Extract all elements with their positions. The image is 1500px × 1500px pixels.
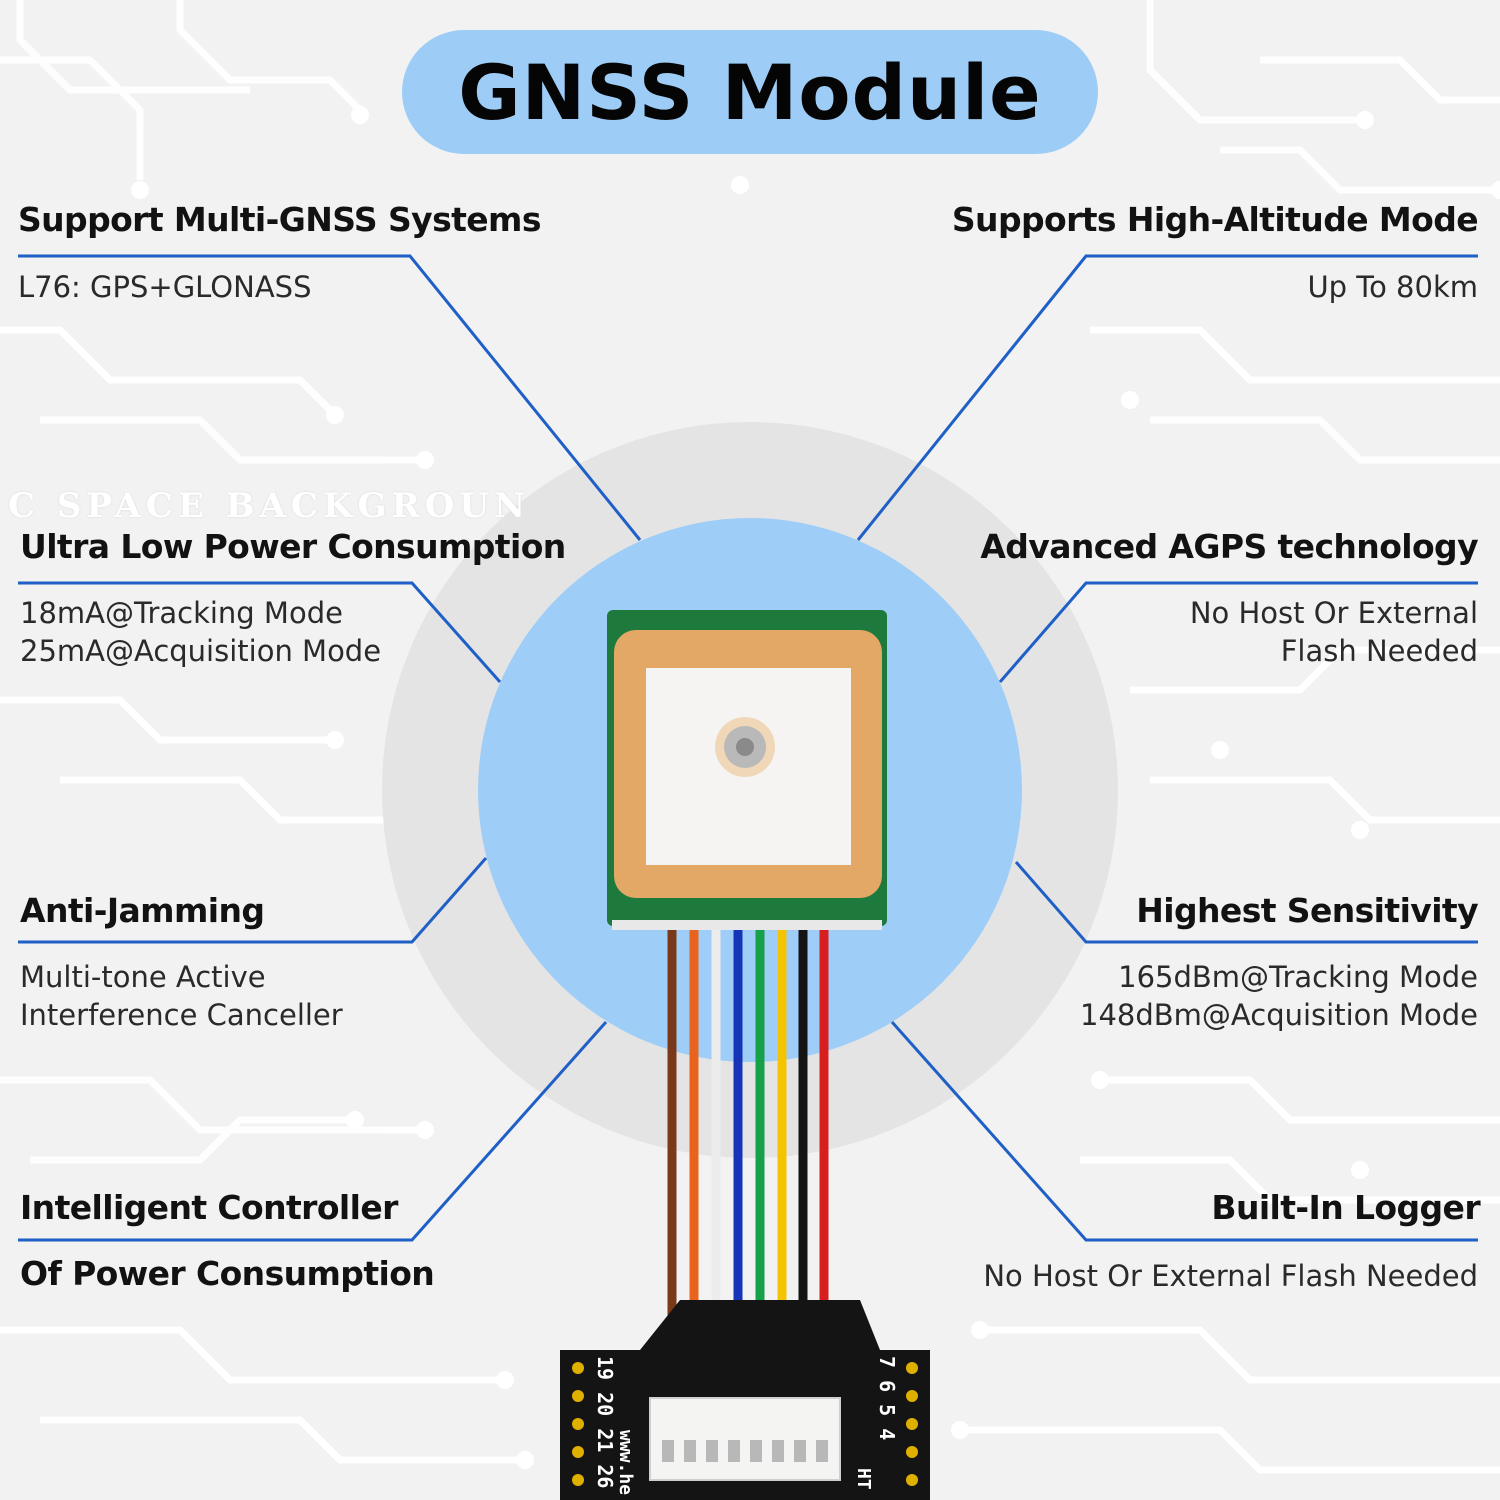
feature-desc-low-power: 18mA@Tracking Mode 25mA@Acquisition Mode [20, 596, 382, 668]
gnss-antenna [607, 610, 887, 930]
board-url-fragment: www.he [615, 1430, 636, 1495]
feature-desc-high-altitude: Up To 80km [1307, 270, 1478, 304]
board-left-pins: 19 20 21 26 [593, 1356, 617, 1488]
feature-desc-logger: No Host Or External Flash Needed [983, 1259, 1478, 1293]
board-right-fragment: HT [853, 1468, 874, 1490]
feature-title-multi-gnss: Support Multi-GNSS Systems [18, 200, 541, 239]
feature-title-anti-jamming: Anti-Jamming [20, 891, 265, 930]
breakout-board: 19 20 21 26 www.he 7 6 5 4 HT [560, 1300, 930, 1500]
feature-title-sensitivity: Highest Sensitivity [1136, 891, 1478, 930]
feature-desc-sensitivity: 165dBm@Tracking Mode 148dBm@Acquisition … [1080, 960, 1478, 1032]
connector-lines [18, 254, 1478, 1242]
feature-title-intelligent-controller-line2: Of Power Consumption [20, 1254, 435, 1293]
page-title: GNSS Module [458, 47, 1042, 137]
feature-desc-anti-jamming: Multi-tone Active Interference Canceller [20, 960, 343, 1032]
feature-title-intelligent-controller: Intelligent Controller [20, 1188, 398, 1227]
feature-title-agps: Advanced AGPS technology [980, 527, 1478, 566]
feature-desc-multi-gnss: L76: GPS+GLONASS [18, 270, 312, 304]
board-right-pins: 7 6 5 4 [875, 1356, 899, 1440]
feature-title-high-altitude: Supports High-Altitude Mode [951, 200, 1479, 239]
feature-title-logger: Built-In Logger [1211, 1188, 1480, 1227]
board-pads [572, 1362, 918, 1486]
jst-connector [649, 1397, 841, 1481]
feature-desc-agps: No Host Or External Flash Needed [1189, 596, 1478, 668]
title-banner: GNSS Module [402, 30, 1098, 154]
background-watermark: C SPACE BACKGROUN [8, 486, 531, 526]
feature-title-low-power: Ultra Low Power Consumption [20, 527, 566, 566]
